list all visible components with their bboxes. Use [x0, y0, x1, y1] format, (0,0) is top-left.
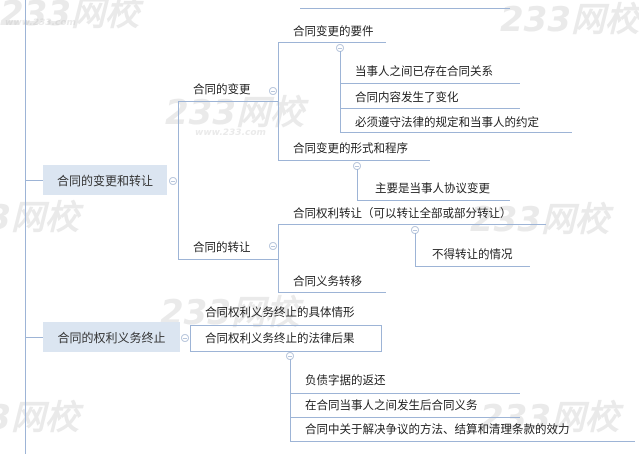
- list-item[interactable]: 主要是当事人协议变更: [375, 181, 490, 195]
- watermark-logo: 233网校: [0, 198, 79, 238]
- connector: [290, 393, 520, 394]
- node-obligation-transfer[interactable]: 合同义务转移: [293, 274, 362, 288]
- node-termination[interactable]: 合同的权利义务终止: [43, 322, 180, 352]
- connector: [290, 359, 291, 441]
- node-change-requirements[interactable]: 合同变更的要件: [293, 24, 374, 38]
- connector: [340, 83, 520, 84]
- list-item[interactable]: 不得转让的情况: [432, 247, 513, 261]
- connector: [178, 259, 278, 260]
- connector: [278, 160, 430, 161]
- connector: [278, 224, 279, 292]
- list-item[interactable]: 合同内容发生了变化: [355, 90, 459, 104]
- list-item[interactable]: 负债字据的返还: [305, 373, 386, 387]
- connector: [25, 337, 43, 338]
- node-termination-consequences-frame: [190, 325, 382, 352]
- connector: [278, 224, 546, 225]
- trunk-line: [25, 0, 26, 454]
- node-contract-change[interactable]: 合同的变更: [193, 82, 251, 96]
- list-item[interactable]: 当事人之间已存在合同关系: [355, 64, 493, 78]
- node-termination-consequences[interactable]: 合同权利义务终止的法律后果: [205, 331, 355, 345]
- watermark-logo: 233网校: [0, 0, 139, 34]
- watermark-url: www.233.com: [5, 18, 76, 28]
- node-contract-transfer[interactable]: 合同的转让: [193, 240, 251, 254]
- collapse-icon[interactable]: [269, 87, 277, 95]
- connector: [178, 101, 278, 102]
- watermark-logo: 233网校: [500, 0, 639, 40]
- connector: [278, 42, 279, 160]
- node-change-form[interactable]: 合同变更的形式和程序: [293, 141, 408, 155]
- connector: [415, 233, 416, 266]
- connector: [178, 101, 179, 259]
- collapse-icon[interactable]: [269, 242, 277, 250]
- watermark-url: www.233.com: [195, 128, 266, 138]
- connector: [340, 51, 341, 132]
- node-termination-situations[interactable]: 合同权利义务终止的具体情形: [205, 305, 355, 319]
- connector: [340, 132, 572, 133]
- list-item[interactable]: 必须遵守法律的规定和当事人的约定: [355, 115, 539, 129]
- list-item[interactable]: 在合同当事人之间发生后合同义务: [305, 398, 478, 412]
- collapse-icon[interactable]: [169, 177, 177, 185]
- connector: [415, 266, 530, 267]
- connector: [357, 169, 358, 200]
- connector: [290, 441, 635, 442]
- connector: [278, 292, 386, 293]
- watermark-logo: 233网校: [0, 398, 79, 438]
- connector: [340, 108, 520, 109]
- connector: [300, 8, 510, 9]
- node-change-and-transfer[interactable]: 合同的变更和转让: [43, 165, 167, 195]
- connector: [357, 200, 510, 201]
- collapse-icon[interactable]: [181, 334, 189, 342]
- connector: [278, 42, 386, 43]
- connector: [25, 180, 43, 181]
- list-item[interactable]: 合同中关于解决争议的方法、结算和清理条款的效力: [305, 422, 570, 436]
- connector: [290, 417, 520, 418]
- node-rights-transfer[interactable]: 合同权利转让（可以转让全部或部分转让）: [293, 206, 512, 220]
